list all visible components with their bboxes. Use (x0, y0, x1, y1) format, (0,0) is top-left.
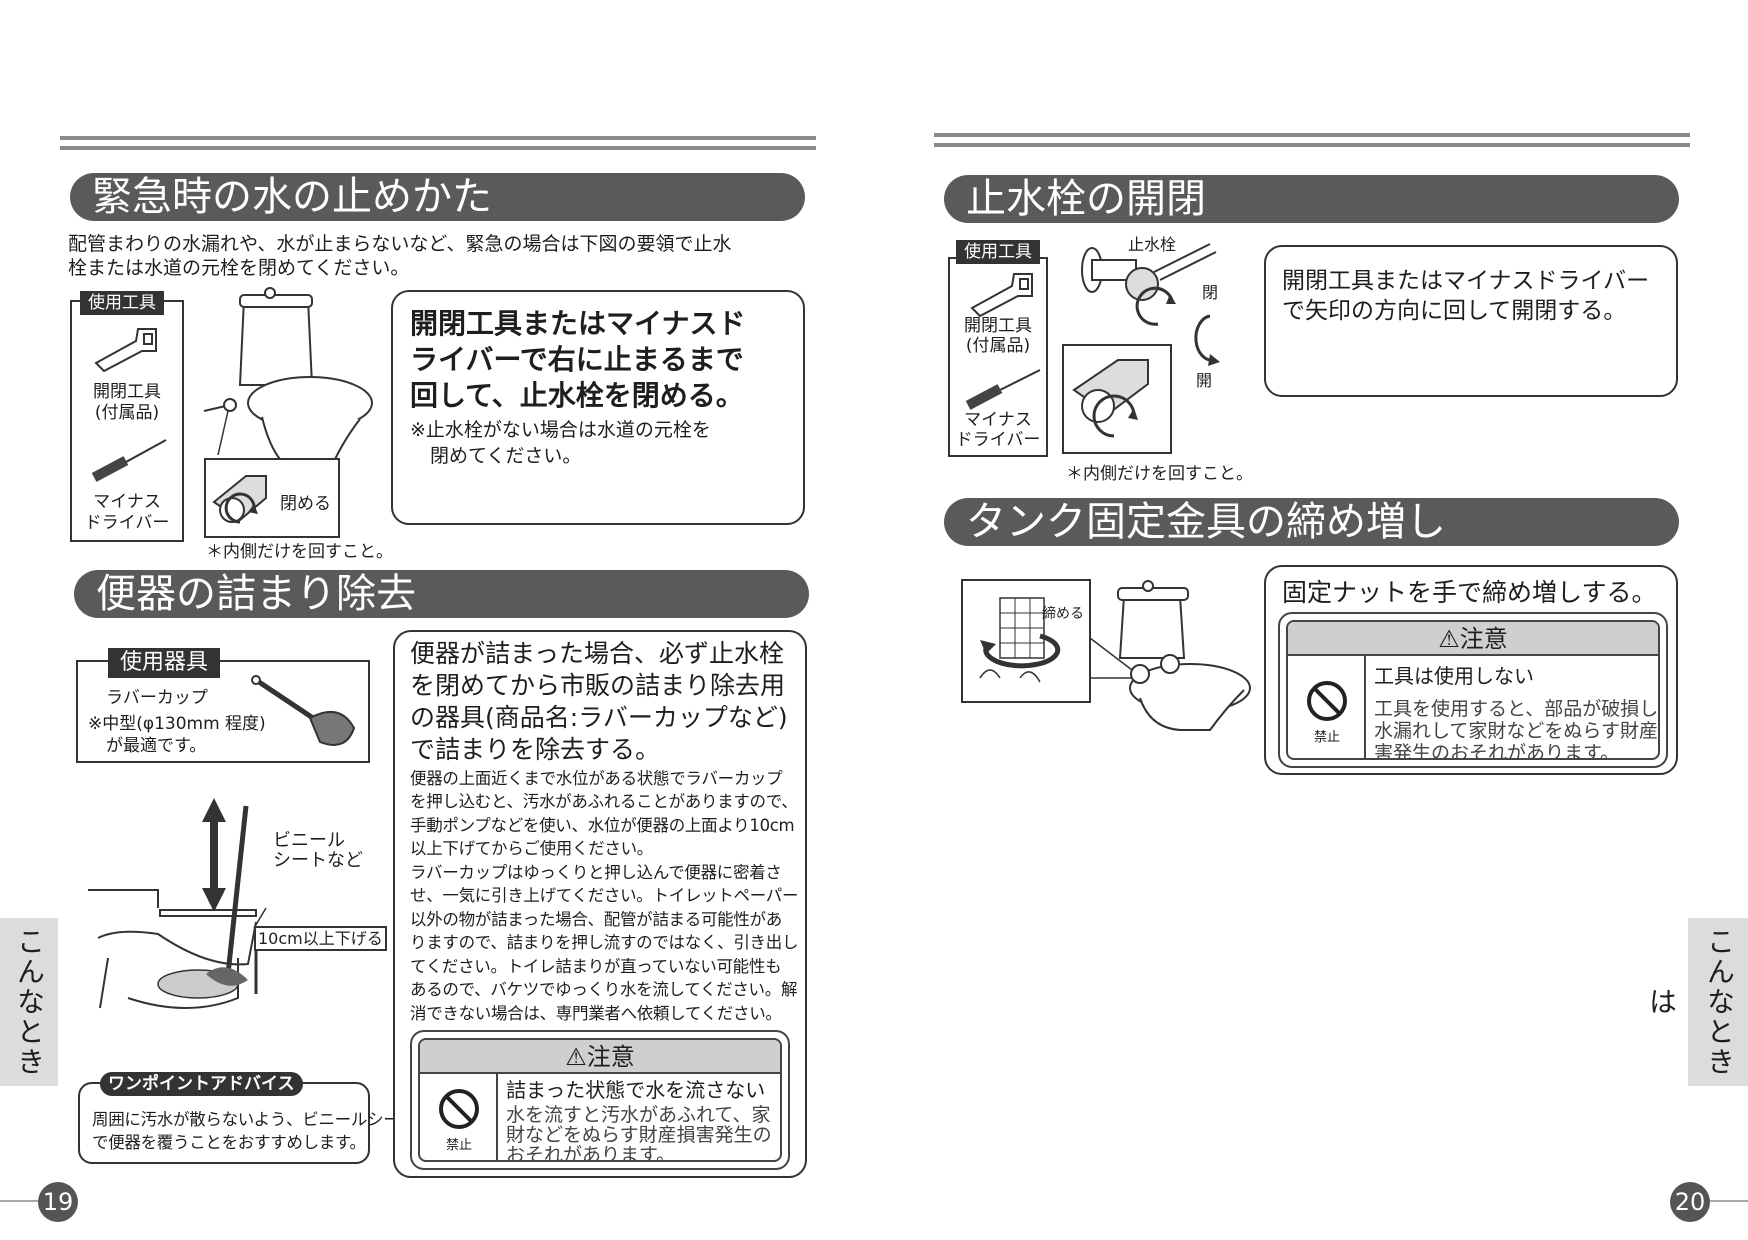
caution-box-clog: ⚠注意 禁止 詰まった状態で水を流さない 水を流すと汚水があふれて、家 財などを… (410, 1030, 790, 1170)
close-label: 閉める (280, 494, 331, 514)
page-number-right: 20 (1670, 1182, 1710, 1222)
side-tab-left[interactable]: こんなときは (0, 918, 58, 1086)
tank-caution-body-1: 工具を使用すると、部品が破損し (1374, 698, 1659, 720)
tool1-label-line2: (付属品) (94, 403, 160, 423)
inner-note: ＊内側だけを回すこと。 (206, 542, 393, 562)
clog-detail-7: 以外の物が詰まった場合、配管が詰まる可能性があ (410, 910, 782, 929)
page-number-line-left (0, 1200, 40, 1202)
clog-detail-1: 便器の上面近くまで水位がある状態でラバーカップ (410, 769, 783, 788)
plunger-note-1: ※中型(φ130mm 程度) (88, 714, 266, 734)
vinyl-label-2: シートなど (273, 850, 363, 871)
valve-tool1-line2: (付属品) (965, 336, 1031, 356)
valve-open-label: 開 (1196, 371, 1213, 390)
section-title-tank: タンク固定金具の締め増し (944, 498, 1679, 546)
tank-instruction: 固定ナットを手で締め増しする。 (1282, 578, 1657, 607)
caution-body-3: おそれがあります。 (506, 1144, 676, 1162)
valve-screwdriver-icon (965, 369, 1041, 410)
valve-wrench-icon (970, 273, 1033, 318)
prohibit-label: 禁止 (445, 1138, 472, 1153)
clog-main-line-1: 便器が詰まった場合、必ず止水栓 (410, 639, 785, 668)
tank-caution-body-3: 害発生のおそれがあります。 (1374, 742, 1620, 760)
tools-tag: 使用工具 (80, 291, 164, 315)
valve-detail-icon (212, 475, 267, 524)
instruction-line-2: ライバーで右に止まるまで (410, 343, 744, 376)
section-title-valve: 止水栓の開閉 (944, 175, 1679, 223)
caution-body-1: 水を流すと汚水があふれて、家 (506, 1104, 771, 1126)
page-number-left: 19 (38, 1182, 78, 1222)
tank-illustration (961, 579, 1251, 731)
instruction-line-3: 回して、止水栓を閉める。 (410, 379, 744, 412)
screwdriver-icon (91, 439, 167, 482)
note-line-2: 閉めてください。 (430, 445, 582, 467)
valve-zoom-icon (1072, 359, 1149, 438)
plunging-illustration (88, 798, 267, 1009)
top-rule-left-1 (60, 136, 816, 140)
tool1-label-line1: 開閉工具 (93, 382, 161, 402)
plunger-name: ラバーカップ (106, 688, 208, 708)
top-rule-left-2 (60, 146, 816, 150)
note-line-1: ※止水栓がない場合は水道の元栓を (410, 419, 711, 441)
tank-caution-title: 工具は使用しない (1374, 664, 1534, 688)
valve-close-label: 閉 (1202, 283, 1219, 302)
clog-detail-6: せ、一気に引き上げてください。トイレットペーパー (410, 886, 799, 905)
advice-line-2: で便器を覆うことをおすすめします。 (92, 1133, 366, 1152)
plunger-note-2: が最適です。 (106, 736, 207, 756)
valve-label: 止水栓 (1128, 235, 1177, 254)
instruction-box-valve (1264, 245, 1678, 397)
caution-box-tank: ⚠注意 禁止 工具は使用しない 工具を使用すると、部品が破損し 水漏れして家財な… (1278, 612, 1668, 768)
advice-line-1: 周囲に汚水が散らないよう、ビニールシート (92, 1110, 416, 1129)
tank-prohibit-panel: 禁止 (1288, 656, 1366, 758)
intro-line-2: 栓または水道の元栓を閉めてください。 (68, 257, 410, 279)
section-title-emergency: 緊急時の水の止めかた (70, 173, 805, 221)
vinyl-label-1: ビニール (273, 830, 345, 851)
valve-tool2-line2: ドライバー (955, 430, 1041, 450)
top-rule-right-2 (934, 143, 1690, 147)
top-rule-right-1 (934, 133, 1690, 137)
tank-caution-heading: ⚠注意 (1288, 622, 1658, 656)
clog-detail-3: 手動ポンプなどを使い、水位が便器の上面より10cm (410, 816, 795, 835)
clog-main-line-2: を閉めてから市販の詰まり除去用 (410, 671, 786, 700)
clog-detail-9: てください。トイレ詰まりが直っていない可能性も (410, 957, 782, 976)
caution-body-2: 財などをぬらす財産損害発生の (506, 1124, 772, 1146)
page-number-line-right (1708, 1200, 1748, 1202)
tools-box-clog (76, 660, 370, 763)
tighten-label: 締める (1042, 606, 1084, 622)
clog-main-line-4: で詰まりを除去する。 (410, 735, 661, 764)
caution-title: 詰まった状態で水を流さない (506, 1078, 766, 1102)
valve-close-detail (204, 458, 340, 538)
clog-detail-11: 消できない場合は、専門業者へ依頼してください。 (410, 1004, 782, 1023)
tank-caution-body-2: 水漏れして家財などをぬらす財産損 (1374, 720, 1660, 742)
valve-tool2-line1: マイナス (964, 410, 1032, 430)
caution-heading: ⚠注意 (420, 1040, 780, 1074)
valve-tools-tag: 使用工具 (956, 240, 1040, 264)
instruction-box-emergency (391, 290, 805, 525)
intro-line-1: 配管まわりの水漏れや、水が止まらないなど、緊急の場合は下図の要領で止水 (68, 233, 732, 255)
tool2-label-line2: ドライバー (84, 513, 170, 533)
prohibit-icon (439, 1089, 479, 1129)
instruction-line-1: 開閉工具またはマイナスド (410, 307, 746, 340)
tank-prohibit-icon (1307, 681, 1347, 721)
lift-label: 10cm以上下げる (254, 926, 387, 951)
clog-detail-5: ラバーカップはゆっくりと押し込んで便器に密着さ (410, 863, 782, 882)
valve-illustration (1081, 243, 1220, 366)
valve-instruction-2: で矢印の方向に回して開閉する。 (1282, 298, 1627, 324)
valve-tool1-line1: 開閉工具 (964, 316, 1032, 336)
side-tab-right[interactable]: こんなときは (1645, 918, 1748, 1086)
clog-tools-tag: 使用器具 (108, 648, 221, 678)
tool2-label-line1: マイナス (93, 492, 161, 512)
tank-prohibit-label: 禁止 (1313, 730, 1340, 745)
valve-instruction-1: 開閉工具またはマイナスドライバー (1282, 268, 1650, 294)
section-title-clog: 便器の詰まり除去 (74, 570, 809, 618)
clog-detail-4: 以上下げてからご使用ください。 (410, 839, 654, 858)
clog-detail-10: あるので、バケツでゆっくり水を流してください。解 (410, 980, 798, 999)
clog-detail-2: を押し込むと、汚水があふれることがありますので、 (410, 792, 798, 811)
advice-tag: ワンポイントアドバイス (100, 1072, 303, 1096)
plunger-icon (251, 675, 356, 746)
prohibit-panel: 禁止 (420, 1074, 498, 1160)
clog-detail-8: りますので、詰まりを押し流すのではなく、引き出し (410, 933, 799, 952)
wrench-tool-icon (94, 328, 157, 373)
valve-inner-note: ＊内側だけを回すこと。 (1066, 464, 1253, 484)
toilet-illustration (203, 287, 373, 476)
clog-main-line-3: の器具(商品名:ラバーカップなど) (410, 703, 788, 732)
